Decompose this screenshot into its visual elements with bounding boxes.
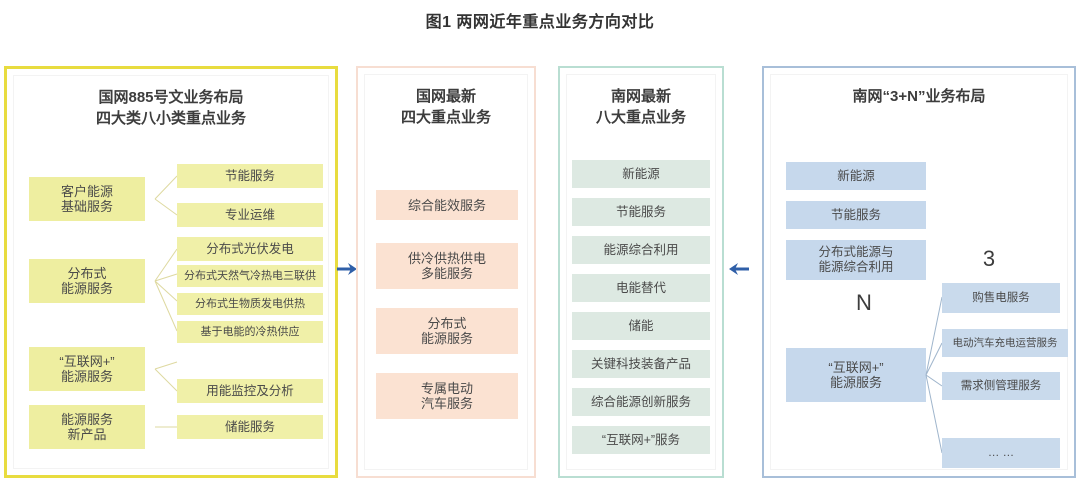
panel1-title: 国网885号文业务布局 四大类八小类重点业务 [95, 89, 246, 127]
group-3-label: 3 [982, 246, 996, 271]
item-box[interactable]: 分布式光伏发电 [177, 237, 323, 261]
panel2-title: 国网最新 四大重点业务 [400, 88, 491, 126]
item-box[interactable]: 能源综合利用 [572, 236, 710, 264]
subitem-box[interactable]: 电动汽车充电运营服务 [942, 329, 1068, 357]
panel-sgcc-885: 国网885号文业务布局 四大类八小类重点业务 客户能源 基础服务 分布式 能源服… [4, 66, 338, 478]
arrow-left-icon [729, 263, 749, 275]
groupn-main-box[interactable]: “互联网+” 能源服务 [786, 348, 926, 402]
item-box[interactable]: 电能替代 [572, 274, 710, 302]
panel1-connectors [154, 175, 178, 428]
category-box[interactable]: 分布式 能源服务 [29, 259, 145, 303]
figure-title: 图1 两网近年重点业务方向对比 [425, 14, 655, 31]
subitem-box[interactable]: 需求侧管理服务 [942, 372, 1060, 400]
item-box[interactable]: 用能监控及分析 [177, 379, 323, 403]
item-box[interactable]: 新能源 [786, 162, 926, 190]
item-box[interactable]: 节能服务 [572, 198, 710, 226]
panel-csg-latest: 南网最新 八大重点业务 新能源 节能服务 能源综合利用 电能替代 储能 关键科技… [558, 66, 724, 478]
category-box[interactable]: 客户能源 基础服务 [29, 177, 145, 221]
group-n-label: N [856, 290, 872, 315]
panel4-title: 南网“3+N”业务布局 [852, 88, 986, 105]
panel-inner-frame [13, 75, 329, 469]
panel-inner-frame [770, 74, 1068, 470]
item-box[interactable]: 分布式天然气冷热电三联供 [177, 265, 323, 287]
category-box[interactable]: “互联网+” 能源服务 [29, 347, 145, 391]
item-box[interactable]: “互联网+”服务 [572, 426, 710, 454]
item-box[interactable]: 关键科技装备产品 [572, 350, 710, 378]
item-box[interactable]: 分布式能源与 能源综合利用 [786, 240, 926, 280]
item-box[interactable]: 供冷供热供电 多能服务 [376, 243, 518, 289]
panel-inner-frame [566, 74, 716, 470]
panel-inner-frame [364, 74, 528, 470]
item-box[interactable]: 综合能源创新服务 [572, 388, 710, 416]
subitem-box[interactable]: … … [942, 438, 1060, 468]
subitem-box[interactable]: 购售电服务 [942, 283, 1060, 313]
item-box[interactable]: 分布式生物质发电供热 [177, 293, 323, 315]
item-box[interactable]: 新能源 [572, 160, 710, 188]
panel-sgcc-latest: 国网最新 四大重点业务 综合能效服务 供冷供热供电 多能服务 分布式 能源服务 … [356, 66, 536, 478]
item-box[interactable]: 基于电能的冷热供应 [177, 321, 323, 343]
item-box[interactable]: 节能服务 [786, 201, 926, 229]
panels-container: 国网885号文业务布局 四大类八小类重点业务 客户能源 基础服务 分布式 能源服… [0, 66, 1080, 481]
category-box[interactable]: 能源服务 新产品 [29, 405, 145, 449]
item-box[interactable]: 储能 [572, 312, 710, 340]
item-box[interactable]: 专业运维 [177, 203, 323, 227]
arrow-right-icon [337, 263, 357, 275]
item-box[interactable]: 节能服务 [177, 164, 323, 188]
panel4-connectors [925, 296, 943, 454]
panel-csg-3plusn: 南网“3+N”业务布局 新能源 节能服务 分布式能源与 能源综合利用 3 N “… [762, 66, 1076, 478]
item-box[interactable]: 综合能效服务 [376, 190, 518, 220]
panel3-title: 南网最新 八大重点业务 [595, 88, 686, 126]
item-box[interactable]: 分布式 能源服务 [376, 308, 518, 354]
item-box[interactable]: 储能服务 [177, 415, 323, 439]
item-box[interactable]: 专属电动 汽车服务 [376, 373, 518, 419]
